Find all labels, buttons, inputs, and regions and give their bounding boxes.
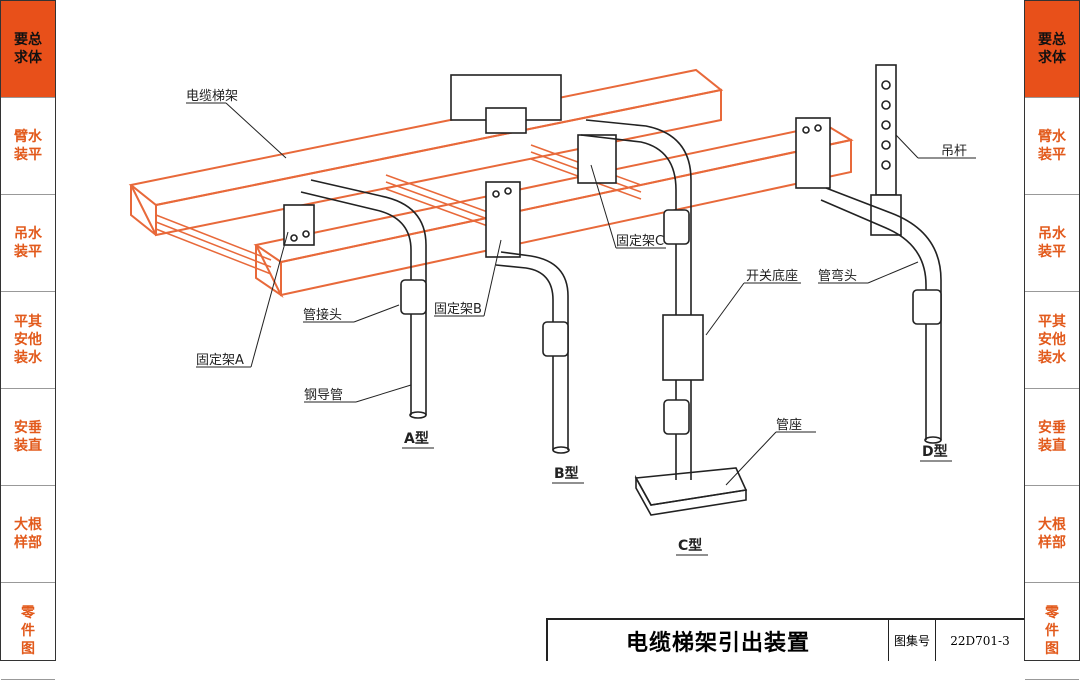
atlas-number: 22D701-3 [950, 633, 1010, 648]
right-sidebar: 要总求体 臂水装平 吊水装平 平其安他装水 安垂装直 大根样部 零件图 [1024, 0, 1080, 680]
tab-hanging-horizontal[interactable]: 吊水装平 [1, 195, 55, 292]
type-b-label: B型 [554, 465, 579, 482]
tab-parts-drawing[interactable]: 零件图 [1, 583, 55, 680]
type-c-label: C型 [678, 537, 702, 554]
tab-general-requirements-right[interactable]: 要总求体 [1025, 1, 1079, 98]
label-fixed-a: 固定架A [196, 353, 244, 368]
technical-drawing: 电缆梯架 固定架A 管接头 钢导管 固定架B 固定架C 开关底座 管座 吊杆 管… [128, 64, 976, 556]
type-a-label: A型 [404, 430, 429, 447]
label-pipe-joint: 管接头 [303, 307, 342, 323]
left-sidebar: 要总求体 臂水装平 吊水装平 平其安他装水 安垂装直 大根样部 零件图 [0, 0, 56, 680]
tab-parts-drawing-right[interactable]: 零件图 [1025, 583, 1079, 680]
tab-other-horizontal-right[interactable]: 平其安他装水 [1025, 292, 1079, 389]
pipe-c [450, 74, 748, 516]
tab-vertical-install[interactable]: 安垂装直 [1, 389, 55, 486]
label-fixed-c: 固定架C [616, 234, 664, 249]
tab-other-horizontal[interactable]: 平其安他装水 [1, 292, 55, 389]
pipe-a [283, 179, 427, 419]
atlas-number-label: 图集号 [889, 620, 936, 661]
tab-arm-horizontal-right[interactable]: 臂水装平 [1025, 98, 1079, 195]
label-pipe-elbow: 管弯头 [818, 268, 857, 284]
title-block: 电缆梯架引出装置 图集号 22D701-3 [546, 618, 1024, 661]
pipe-d [795, 64, 942, 444]
label-pipe-seat: 管座 [776, 418, 802, 433]
tab-hanging-horizontal-right[interactable]: 吊水装平 [1025, 195, 1079, 292]
label-cable-tray: 电缆梯架 [186, 88, 238, 104]
tab-detail-samples[interactable]: 大根样部 [1, 486, 55, 583]
tab-vertical-install-right[interactable]: 安垂装直 [1025, 389, 1079, 486]
label-fixed-b: 固定架B [434, 302, 482, 317]
label-switch-base: 开关底座 [746, 268, 798, 284]
label-hanger-rod: 吊杆 [941, 144, 967, 159]
drawing-title: 电缆梯架引出装置 [548, 620, 889, 661]
type-d-label: D型 [922, 443, 948, 460]
label-steel-conduit: 钢导管 [304, 388, 343, 403]
pipe-b [485, 181, 570, 454]
leader-lines [186, 102, 976, 486]
tab-arm-horizontal[interactable]: 臂水装平 [1, 98, 55, 195]
tab-detail-samples-right[interactable]: 大根样部 [1025, 486, 1079, 583]
tab-general-requirements[interactable]: 要总求体 [1, 1, 55, 98]
